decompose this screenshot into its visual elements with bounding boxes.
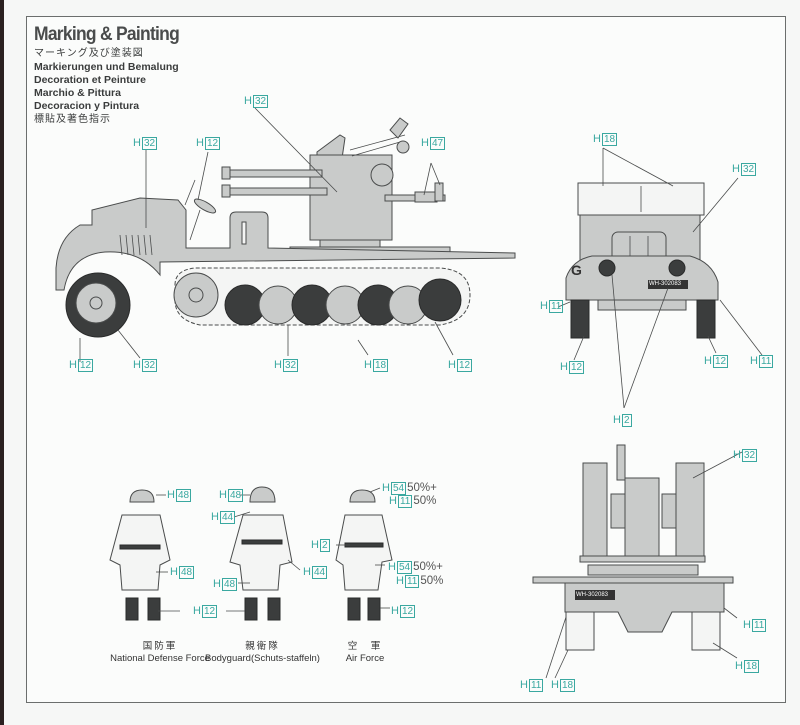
subtitle-it: Marchio & Pittura [34,87,121,99]
front-tactical-marking: G [571,262,582,278]
tire-left [570,299,590,339]
subtitle-es: Decoracion y Pintura [34,100,140,112]
shield-right [675,462,705,557]
figure-bodyguard [226,486,301,621]
front-license-plate: WH-302083 [649,281,682,287]
fenders [565,255,719,301]
subtitle-jp: マーキング及び塗装図 [34,48,144,59]
subtitle-fr: Decoration et Peinture [34,74,147,86]
page-title: Marking & Painting [34,24,180,45]
track-right [691,611,721,651]
front-view-vehicle [557,147,763,409]
rear-license-plate: WH-302083 [576,592,609,598]
side-view-vehicle [55,107,516,362]
rear-view-vehicle [532,444,743,679]
track-left [565,611,595,651]
shield-left [582,462,608,557]
figure-air-force [335,487,393,621]
headlight-left [598,259,616,277]
subtitle-de: Markierungen und Bemalung [34,61,179,73]
page-edge [0,0,4,725]
vehicle-body [55,197,516,291]
steering-wheel [193,198,217,214]
figure-national-defense [109,489,180,621]
tire-right [696,299,716,339]
headlight-right [668,259,686,277]
subtitle-cn: 標貼及著色指示 [34,114,111,125]
